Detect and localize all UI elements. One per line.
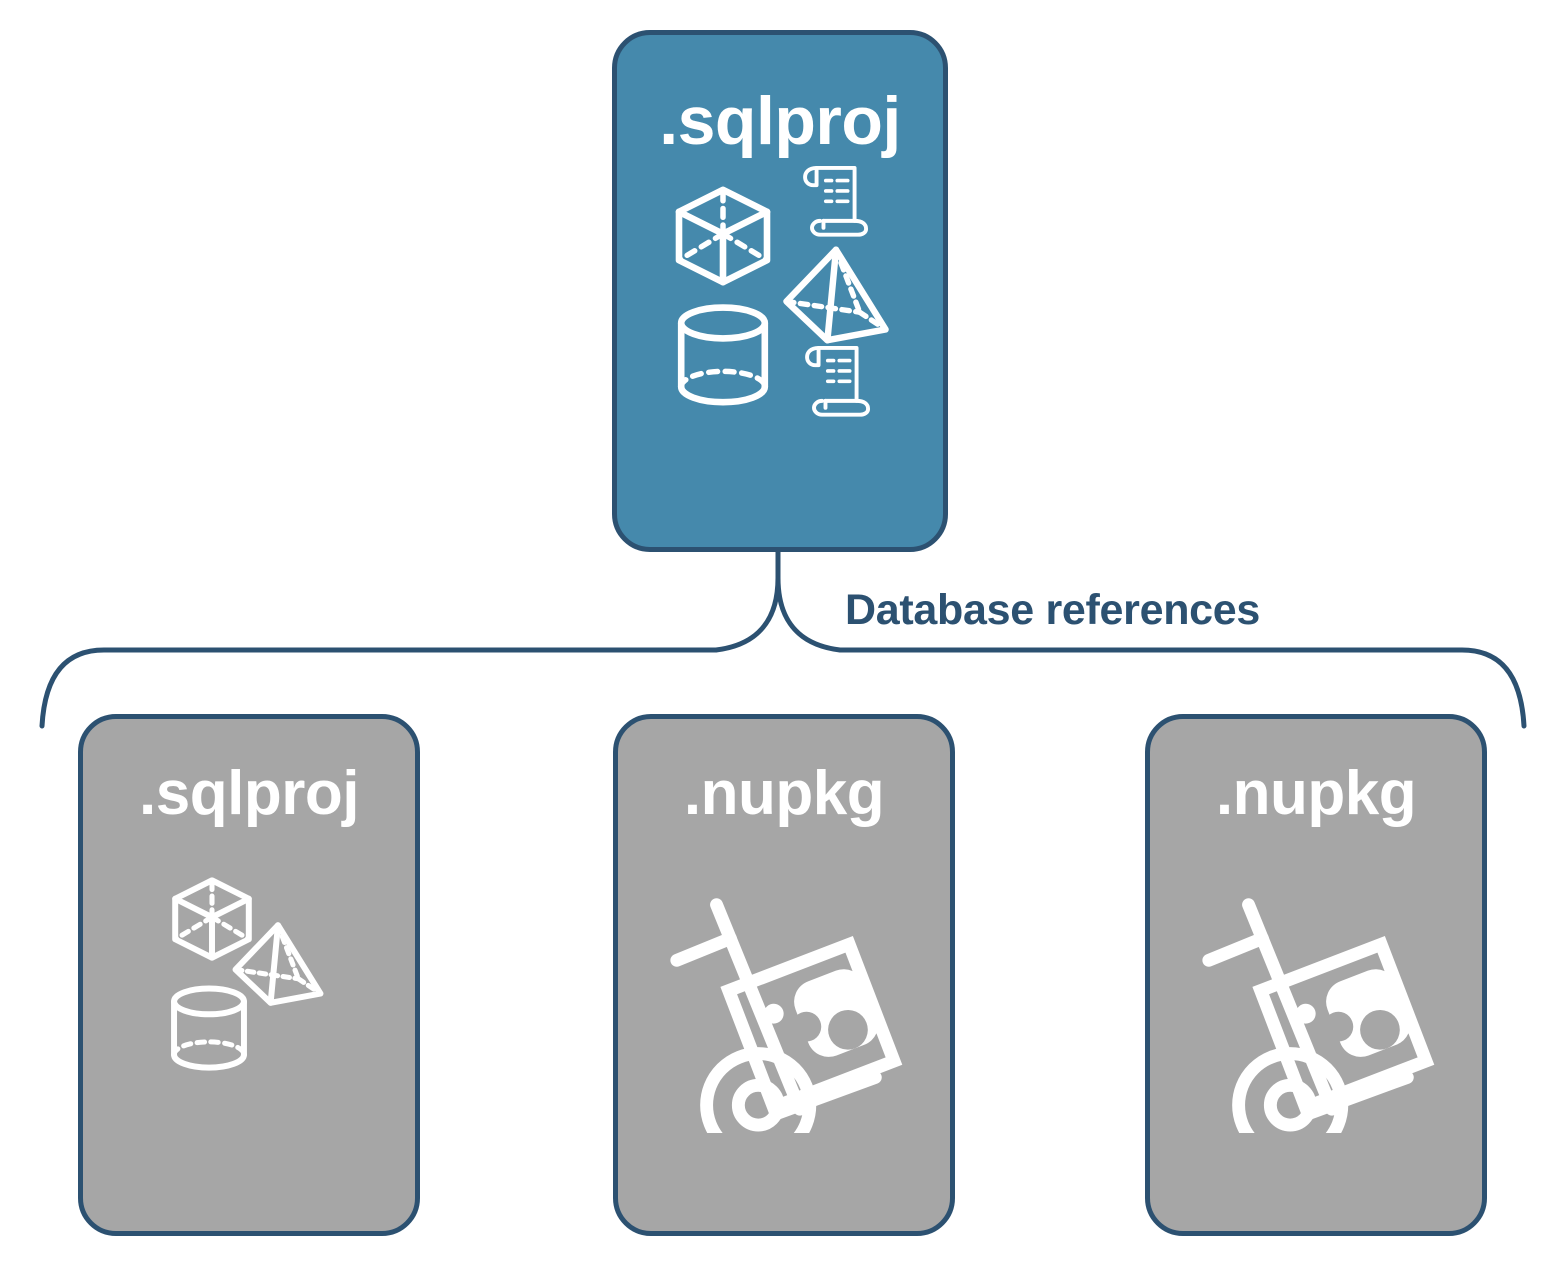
cylinder-icon [677,304,769,406]
cube-icon [675,186,771,286]
node-ref-nupkg-2-label: .nupkg [1215,759,1417,828]
node-ref-nupkg-1-icon-group [613,841,955,1171]
node-ref-sqlproj-icon-group [78,841,420,1171]
node-ref-nupkg-2-icon-group [1145,841,1487,1171]
node-ref-sqlproj[interactable]: .sqlproj [78,714,420,1236]
node-ref-nupkg-2[interactable]: .nupkg [1145,714,1487,1236]
node-ref-nupkg-1[interactable]: .nupkg [613,714,955,1236]
node-sqlproj-main-label: .sqlproj [659,83,901,159]
cylinder-icon [171,985,247,1071]
pyramid-icon [783,246,889,344]
hand-truck-package-icon [670,898,903,1133]
scroll-icon [805,345,871,417]
node-sqlproj-main[interactable]: .sqlproj [612,30,948,552]
cube-icon [172,877,252,961]
connector-label: Database references [845,586,1260,634]
hand-truck-package-icon [1202,898,1435,1133]
node-ref-sqlproj-label: .sqlproj [139,759,359,828]
node-ref-nupkg-1-label: .nupkg [683,759,885,828]
pyramid-icon [232,922,324,1006]
node-sqlproj-main-icon-group [612,161,948,461]
scroll-icon [803,165,869,237]
